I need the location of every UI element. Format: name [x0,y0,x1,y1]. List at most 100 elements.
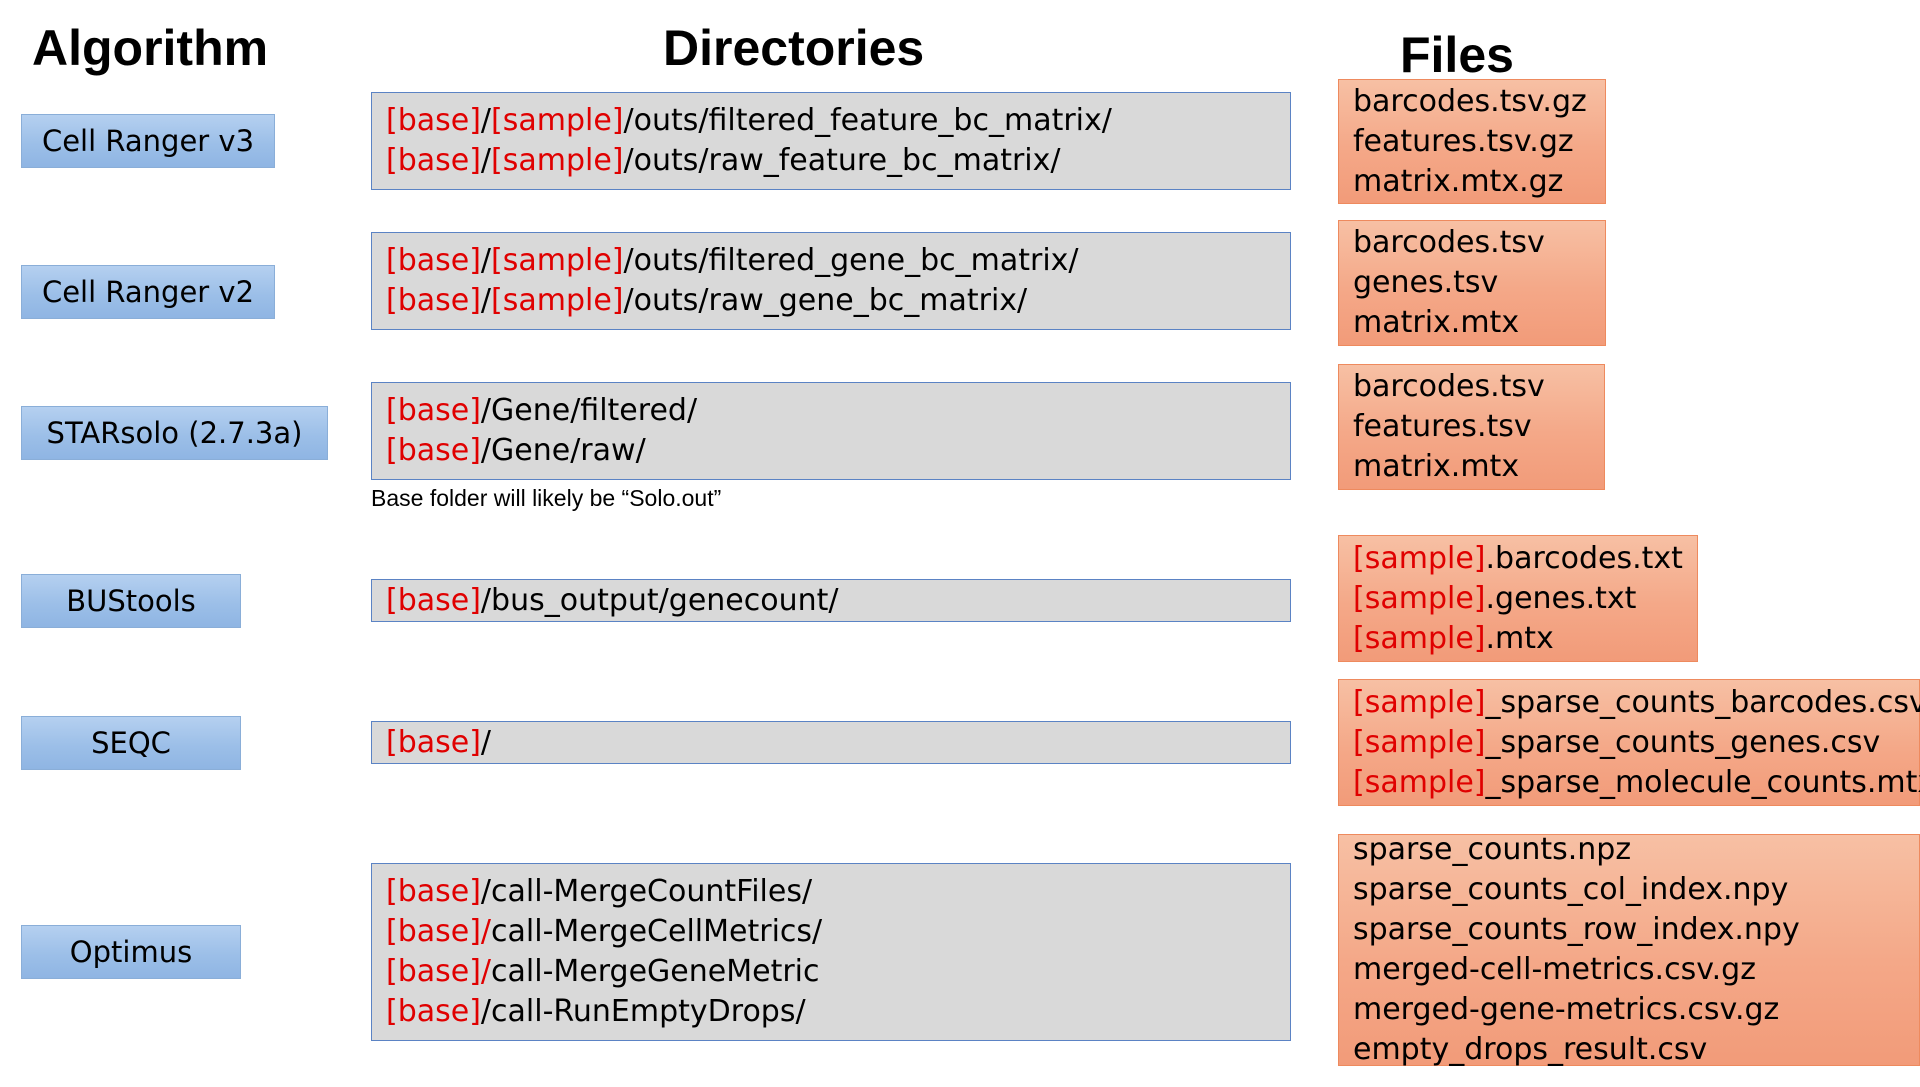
path-text: sparse_counts.npz [1353,832,1632,867]
placeholder-token: [base] [386,393,481,428]
placeholder-token: [sample] [1353,764,1486,800]
directory-path: [base]/call-MergeCountFiles/ [386,872,1290,912]
directory-path: [base]/call-RunEmptyDrops/ [386,992,1290,1032]
directory-path: [base]/[sample]/outs/raw_gene_bc_matrix/ [386,281,1290,321]
file-name: [sample]_sparse_molecule_counts.mtx [1353,763,1920,803]
path-text: /outs/filtered_gene_bc_matrix/ [623,243,1079,278]
placeholder-token: [sample] [491,243,624,278]
path-text: .genes.txt [1485,580,1637,616]
directory-path: [base]/Gene/raw/ [386,431,1290,471]
placeholder-token: [sample] [1353,540,1486,576]
path-text: _sparse_counts_genes.csv [1485,724,1881,760]
path-text: /Gene/raw/ [480,433,646,468]
path-text: empty_drops_result.csv [1353,1032,1708,1067]
file-name: [sample].barcodes.txt [1353,539,1697,579]
path-text: /outs/raw_gene_bc_matrix/ [623,283,1028,318]
file-name: matrix.mtx.gz [1353,162,1605,202]
file-name: barcodes.tsv.gz [1353,82,1605,122]
directory-path: [base]/[sample]/outs/filtered_gene_bc_ma… [386,241,1290,281]
path-text: barcodes.tsv.gz [1353,83,1587,119]
placeholder-token: [base] [386,143,481,178]
path-text: sparse_counts_col_index.npy [1353,872,1789,907]
directories-box: [base]/bus_output/genecount/ [371,579,1291,622]
path-text: merged-cell-metrics.csv.gz [1353,952,1756,987]
path-text: / [480,243,492,278]
path-text: /call-RunEmptyDrops/ [480,994,806,1029]
placeholder-token: [sample] [491,103,624,138]
path-text: barcodes.tsv [1353,225,1545,260]
file-name: genes.tsv [1353,263,1605,303]
directories-box: [base]/call-MergeCountFiles/[base]/call-… [371,863,1291,1041]
placeholder-token: [base] [386,994,481,1029]
directory-path: [base]/[sample]/outs/filtered_feature_bc… [386,101,1290,141]
base-folder-note: Base folder will likely be “Solo.out” [371,485,722,511]
path-text: / [480,283,492,318]
algorithm-header: Algorithm [32,20,269,76]
placeholder-token: [sample] [491,283,624,318]
path-text: /Gene/filtered/ [480,393,698,428]
path-text: barcodes.tsv [1353,369,1545,404]
algorithm-box: Optimus [21,925,241,979]
directory-path: [base]/call-MergeCellMetrics/ [386,912,1290,952]
directory-path: [base]/bus_output/genecount/ [386,581,1290,621]
path-text: _sparse_molecule_counts.mtx [1485,764,1920,800]
placeholder-token: [sample] [1353,580,1486,616]
file-name: features.tsv [1353,407,1604,447]
file-name: barcodes.tsv [1353,223,1605,263]
path-text: /outs/raw_feature_bc_matrix/ [623,143,1061,178]
placeholder-token: [base] [386,103,481,138]
path-text: features.tsv [1353,409,1532,444]
path-text: matrix.mtx.gz [1353,163,1564,199]
placeholder-token: [base] [386,433,481,468]
path-text: genes.tsv [1353,265,1499,300]
files-box: sparse_counts.npz sparse_counts_col_index… [1338,832,1920,1067]
path-text: .mtx [1485,620,1554,656]
directories-box: [base]/Gene/filtered/[base]/Gene/raw/ [371,382,1291,480]
placeholder-token: [sample] [1353,724,1486,760]
directories-box: [base]/[sample]/outs/filtered_feature_bc… [371,92,1291,190]
placeholder-token: [sample] [491,143,624,178]
placeholder-token: [base]/ [386,954,492,989]
path-text: matrix.mtx [1353,305,1520,340]
file-name: sparse_counts_row_index.npy [1353,910,1919,950]
placeholder-token: [base]/ [386,914,492,949]
placeholder-token: [base] [386,283,481,318]
directory-path: [base]/call-MergeGeneMetric [386,952,1290,992]
path-text: .barcodes.txt [1485,540,1683,576]
path-text: / [480,103,492,138]
algorithm-box: Cell Ranger v2 [21,265,275,319]
path-text: call-MergeGeneMetric [491,954,820,989]
directories-box: [base]/[sample]/outs/filtered_gene_bc_ma… [371,232,1291,330]
file-name: [sample].mtx [1353,619,1697,659]
placeholder-token: [sample] [1353,620,1486,656]
directories-header: Directories [663,20,925,76]
path-text: call-MergeCellMetrics/ [491,914,823,949]
algorithm-box: STARsolo (2.7.3a) [21,406,328,460]
placeholder-token: [sample] [1353,684,1486,720]
path-text: /call-MergeCountFiles/ [480,874,813,909]
path-text: merged-gene-metrics.csv.gz [1353,992,1780,1027]
file-name: [sample].genes.txt [1353,579,1697,619]
file-name: empty_drops_result.csv [1353,1030,1919,1070]
placeholder-token: [base] [386,243,481,278]
placeholder-token: [base] [386,874,481,909]
path-text: /bus_output/genecount/ [480,582,839,618]
file-name: sparse_counts.npz [1353,830,1919,870]
directory-path: [base]/ [386,723,1290,763]
directory-path: [base]/Gene/filtered/ [386,391,1290,431]
file-name: [sample]_sparse_counts_genes.csv [1353,723,1919,763]
path-text: / [480,724,492,760]
file-name: merged-cell-metrics.csv.gz [1353,950,1919,990]
files-header: Files [1400,27,1514,83]
directory-path: [base]/[sample]/outs/raw_feature_bc_matr… [386,141,1290,181]
algorithm-box: Cell Ranger v3 [21,114,275,168]
files-box: [sample]_sparse_counts_barcodes.csv[samp… [1338,679,1920,806]
placeholder-token: [base] [386,582,481,618]
file-name: features.tsv.gz [1353,122,1605,162]
file-name: matrix.mtx [1353,447,1604,487]
files-box: barcodes.tsv genes.tsv matrix.mtx [1338,220,1606,346]
file-name: merged-gene-metrics.csv.gz [1353,990,1919,1030]
file-name: [sample]_sparse_counts_barcodes.csv [1353,683,1920,723]
